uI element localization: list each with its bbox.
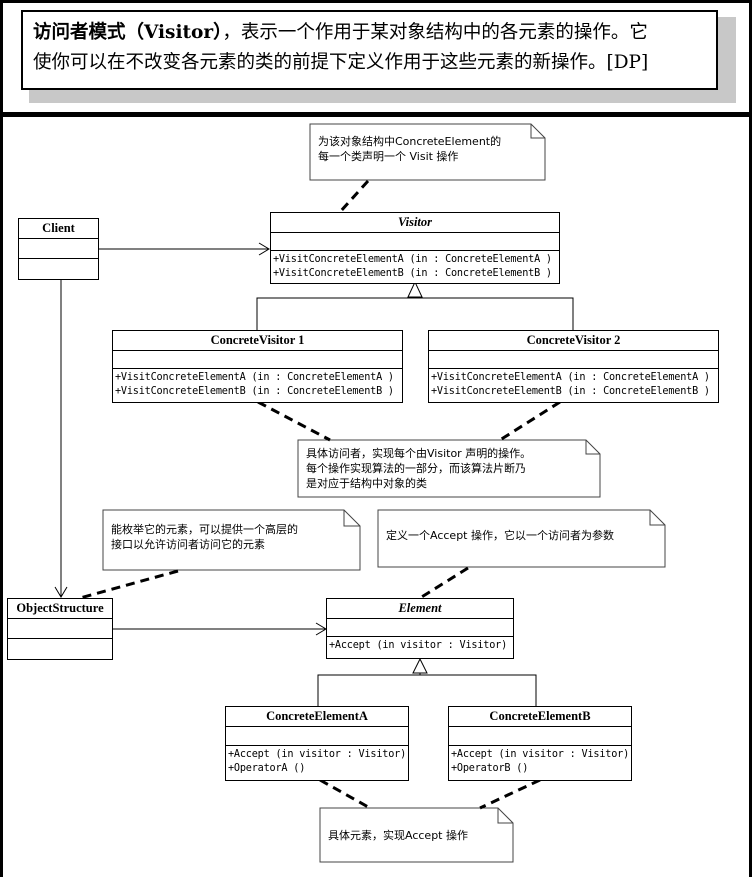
class-visitor-name: Visitor xyxy=(397,215,433,229)
concrete-element-note-line-1: 具体元素，实现Accept 操作 xyxy=(328,829,468,842)
concrete-element-note: 具体元素，实现Accept 操作 xyxy=(328,828,468,843)
class-element[interactable]: Element +Accept (in visitor : Visitor) xyxy=(326,598,514,659)
cea-note-anchor xyxy=(319,778,371,810)
concrete-element-note-shape xyxy=(319,807,514,863)
visitor-note-line-1: 为该对象结构中ConcreteElement的 xyxy=(318,135,502,148)
class-concrete-element-b-attributes xyxy=(449,726,631,745)
pattern-name: 访问者模式（Visitor） xyxy=(33,22,223,43)
class-concrete-element-a-name: ConcreteElementA xyxy=(266,709,368,723)
object-structure-note-line-2: 接口以允许访问者访问它的元素 xyxy=(111,538,265,551)
class-object-structure-attributes xyxy=(8,618,112,638)
class-element-operations: +Accept (in visitor : Visitor) xyxy=(327,636,513,655)
visitor-note-anchor xyxy=(338,179,370,214)
visitor-note: 为该对象结构中ConcreteElement的 每一个类声明一个 Visit 操… xyxy=(318,134,501,164)
class-client[interactable]: Client xyxy=(18,218,99,280)
element-note-shape xyxy=(377,509,666,568)
element-note-anchor xyxy=(419,566,469,600)
class-concrete-element-a[interactable]: ConcreteElementA +Accept (in visitor : V… xyxy=(225,706,409,781)
cea-op-accept: +Accept (in visitor : Visitor) xyxy=(228,749,407,760)
top-border xyxy=(0,0,752,3)
cv1-note-anchor xyxy=(257,400,331,442)
class-concrete-visitor-1[interactable]: ConcreteVisitor 1 +VisitConcreteElementA… xyxy=(112,330,403,403)
object-structure-note-anchor xyxy=(79,569,179,600)
class-client-attributes xyxy=(19,238,98,258)
visitor-op-a: +VisitConcreteElementA (in : ConcreteEle… xyxy=(273,254,552,265)
concrete-visitor-note-line-3: 是对应于结构中对象的类 xyxy=(306,477,427,490)
right-border xyxy=(749,0,752,114)
class-concrete-element-b[interactable]: ConcreteElementB +Accept (in visitor : V… xyxy=(448,706,632,781)
class-concrete-visitor-2-operations: +VisitConcreteElementA (in : ConcreteEle… xyxy=(429,368,718,401)
element-note-line-1: 定义一个Accept 操作，它以一个访问者为参数 xyxy=(386,529,614,542)
class-object-structure-operations xyxy=(8,638,112,657)
definition-text-1: ，表示一个作用于某对象结构中的各元素的操作。它 xyxy=(222,22,648,43)
class-element-attributes xyxy=(327,618,513,636)
class-object-structure-name: ObjectStructure xyxy=(16,601,104,615)
cv2-op-b: +VisitConcreteElementB (in : ConcreteEle… xyxy=(431,386,710,397)
definition-line-1: 访问者模式（Visitor），表示一个作用于某对象结构中的各元素的操作。它 xyxy=(33,18,706,48)
visitor-op-b: +VisitConcreteElementB (in : ConcreteEle… xyxy=(273,268,552,279)
element-note: 定义一个Accept 操作，它以一个访问者为参数 xyxy=(386,528,614,543)
class-concrete-element-b-name: ConcreteElementB xyxy=(489,709,591,723)
ceb-note-anchor xyxy=(479,778,541,810)
visitor-generalization xyxy=(256,297,574,330)
element-op-accept: +Accept (in visitor : Visitor) xyxy=(329,640,508,651)
object-structure-note-line-1: 能枚举它的元素，可以提供一个高层的 xyxy=(111,523,298,536)
diagram-frame xyxy=(0,114,752,877)
section-divider xyxy=(0,112,752,115)
left-border xyxy=(0,0,3,114)
object-structure-note-shape xyxy=(102,509,361,571)
ceb-op-operator: +OperatorB () xyxy=(451,763,529,774)
concrete-visitor-note: 具体访问者，实现每个由Visitor 声明的操作。 每个操作实现算法的一部分，而… xyxy=(306,446,531,491)
cv1-op-a: +VisitConcreteElementA (in : ConcreteEle… xyxy=(115,372,394,383)
element-generalization xyxy=(317,674,537,706)
class-client-name: Client xyxy=(42,221,75,235)
class-concrete-element-b-operations: +Accept (in visitor : Visitor) +Operator… xyxy=(449,745,631,778)
cea-op-operator: +OperatorA () xyxy=(228,763,306,774)
cv2-op-a: +VisitConcreteElementA (in : ConcreteEle… xyxy=(431,372,710,383)
definition-box: 访问者模式（Visitor），表示一个作用于某对象结构中的各元素的操作。它 使你… xyxy=(21,10,718,90)
class-concrete-visitor-1-name: ConcreteVisitor 1 xyxy=(210,333,305,347)
class-visitor[interactable]: Visitor +VisitConcreteElementA (in : Con… xyxy=(270,212,560,284)
class-visitor-operations: +VisitConcreteElementA (in : ConcreteEle… xyxy=(271,250,559,283)
cv1-op-b: +VisitConcreteElementB (in : ConcreteEle… xyxy=(115,386,394,397)
class-object-structure[interactable]: ObjectStructure xyxy=(7,598,113,660)
class-concrete-visitor-2-name: ConcreteVisitor 2 xyxy=(526,333,621,347)
element-inheritance-triangle xyxy=(412,657,428,674)
visitor-note-shape xyxy=(309,123,546,181)
class-concrete-visitor-2-attributes xyxy=(429,350,718,368)
class-concrete-element-a-attributes xyxy=(226,726,408,745)
object-structure-note: 能枚举它的元素，可以提供一个高层的 接口以允许访问者访问它的元素 xyxy=(111,522,298,552)
class-client-operations xyxy=(19,258,98,277)
definition-line-2: 使你可以在不改变各元素的类的前提下定义作用于这些元素的新操作。[DP] xyxy=(33,52,649,73)
visitor-inheritance-triangle xyxy=(407,280,423,298)
class-concrete-visitor-1-operations: +VisitConcreteElementA (in : ConcreteEle… xyxy=(113,368,402,401)
class-concrete-element-a-operations: +Accept (in visitor : Visitor) +Operator… xyxy=(226,745,408,778)
class-concrete-visitor-2[interactable]: ConcreteVisitor 2 +VisitConcreteElementA… xyxy=(428,330,719,403)
concrete-visitor-note-line-2: 每个操作实现算法的一部分，而该算法片断乃 xyxy=(306,462,526,475)
class-concrete-visitor-1-attributes xyxy=(113,350,402,368)
class-element-name: Element xyxy=(398,601,442,615)
ceb-op-accept: +Accept (in visitor : Visitor) xyxy=(451,749,630,760)
cv2-note-anchor xyxy=(499,400,561,442)
concrete-visitor-note-line-1: 具体访问者，实现每个由Visitor 声明的操作。 xyxy=(306,447,532,460)
class-visitor-attributes xyxy=(271,232,559,250)
concrete-visitor-note-shape xyxy=(297,439,601,498)
visitor-note-line-2: 每一个类声明一个 Visit 操作 xyxy=(318,150,459,163)
